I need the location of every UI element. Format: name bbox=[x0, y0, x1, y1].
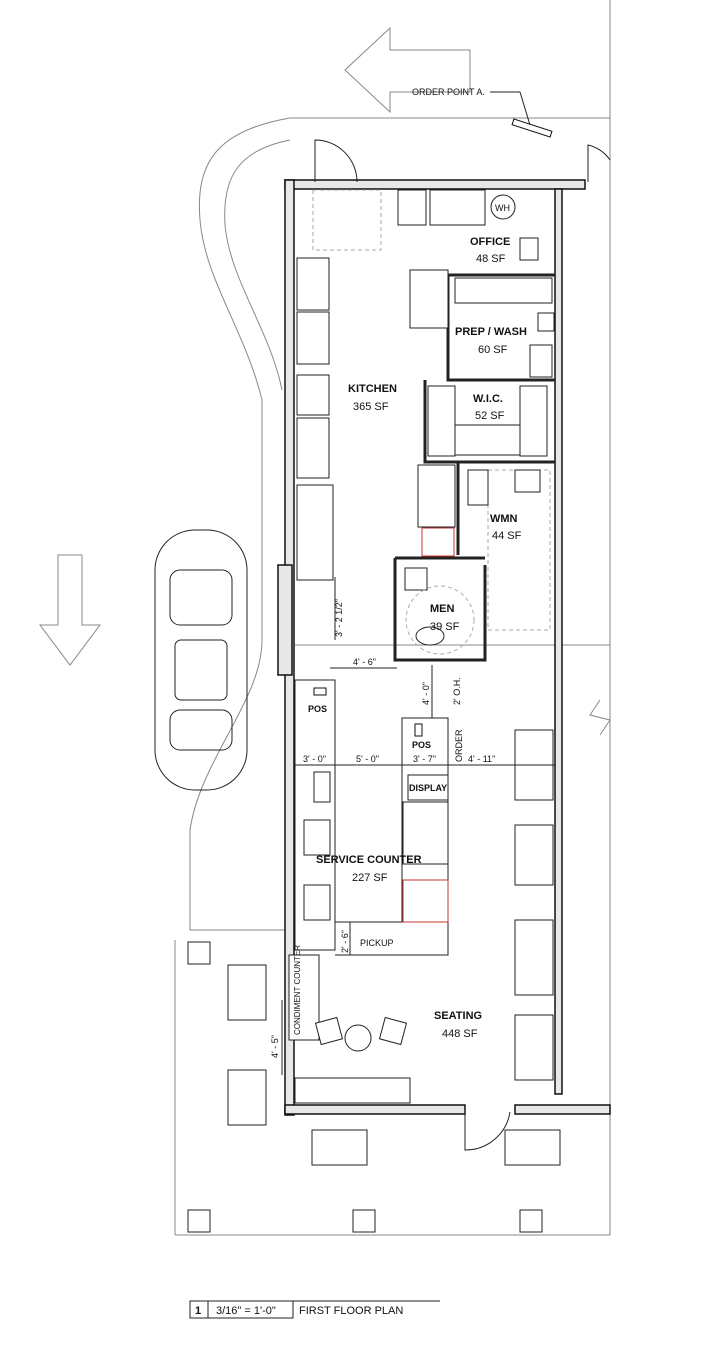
drawing-number: 1 bbox=[195, 1305, 201, 1317]
kitchen-equipment: WH bbox=[296, 189, 555, 631]
dimension-4-5: 4' - 5" bbox=[270, 1035, 280, 1058]
dimension-4-6: 4' - 6" bbox=[353, 657, 376, 667]
condiment-counter-label: CONDIMENT COUNTER bbox=[293, 945, 302, 1035]
toilet bbox=[467, 469, 489, 506]
entry-door bbox=[464, 1110, 511, 1151]
drawing-scale: 3/16" = 1'-0" bbox=[216, 1305, 276, 1317]
seating-tables bbox=[187, 729, 561, 1233]
pos-label-1: POS bbox=[308, 704, 327, 714]
traffic-arrow-left-icon bbox=[344, 26, 471, 114]
door bbox=[587, 144, 611, 182]
room-seating-name: SEATING bbox=[434, 1010, 482, 1022]
pos-label-2: POS bbox=[412, 740, 431, 750]
door bbox=[314, 139, 358, 183]
order-point-label: ORDER POINT A. bbox=[412, 87, 485, 97]
site-lines bbox=[174, 0, 611, 1236]
dimension-5-0: 5' - 0" bbox=[356, 754, 379, 764]
room-kitchen-name: KITCHEN bbox=[348, 383, 397, 395]
dimension-3-7: 3' - 7" bbox=[413, 754, 436, 764]
pos-terminal-icon bbox=[414, 723, 423, 737]
order-label: ORDER bbox=[454, 729, 464, 762]
water-heater-label: WH bbox=[495, 203, 510, 213]
room-office-area: 48 SF bbox=[476, 253, 506, 265]
car-icon bbox=[154, 529, 248, 791]
dimension-4-0: 4' - 0" bbox=[421, 682, 431, 705]
pickup-label: PICKUP bbox=[360, 938, 394, 948]
room-wic-area: 52 SF bbox=[475, 410, 505, 422]
room-womens-name: WMN bbox=[490, 513, 518, 525]
room-service-counter-area: 227 SF bbox=[352, 872, 388, 884]
room-wic-name: W.I.C. bbox=[473, 393, 503, 405]
room-kitchen-area: 365 SF bbox=[353, 401, 389, 413]
room-office-name: OFFICE bbox=[470, 236, 510, 248]
display-label: DISPLAY bbox=[409, 783, 447, 793]
sink bbox=[404, 567, 428, 591]
dimension-3-0: 3' - 0" bbox=[303, 754, 326, 764]
room-seating-area: 448 SF bbox=[442, 1028, 478, 1040]
room-prep-wash-area: 60 SF bbox=[478, 344, 508, 356]
dimension-3-2-5: 3' - 2 1/2" bbox=[334, 599, 344, 637]
dimension-lines bbox=[281, 577, 555, 1075]
order-point-marker bbox=[511, 118, 553, 138]
sink bbox=[514, 469, 541, 493]
room-womens-area: 44 SF bbox=[492, 530, 522, 542]
title-block: 1 3/16" = 1'-0" FIRST FLOOR PLAN bbox=[189, 1300, 440, 1319]
room-mens-area: 39 SF bbox=[430, 621, 460, 633]
service-counter-fixtures bbox=[288, 679, 449, 1104]
dimension-4-11: 4' - 11" bbox=[468, 754, 495, 764]
traffic-arrow-down-icon bbox=[39, 554, 101, 666]
overhead-label: 2' O.H. bbox=[452, 677, 462, 705]
room-mens-name: MEN bbox=[430, 603, 455, 615]
toilet bbox=[415, 626, 445, 646]
dimension-2-6: 2' - 6" bbox=[340, 930, 350, 953]
exterior-walls bbox=[277, 179, 611, 1116]
drawing-title: FIRST FLOOR PLAN bbox=[299, 1305, 403, 1317]
room-prep-wash-name: PREP / WASH bbox=[455, 326, 527, 338]
room-service-counter-name: SERVICE COUNTER bbox=[316, 854, 422, 866]
pos-terminal-icon bbox=[313, 687, 327, 696]
